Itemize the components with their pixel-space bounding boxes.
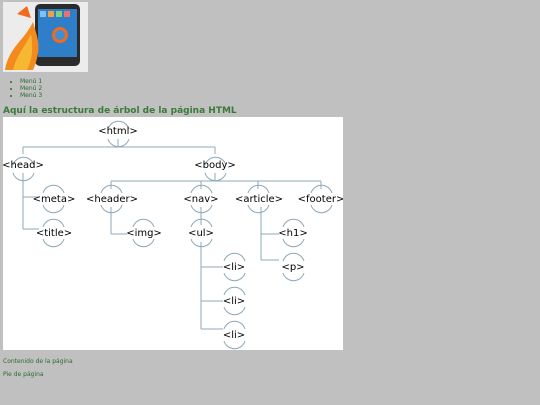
firefox-os-logo-image bbox=[3, 2, 88, 72]
node-body: <body> bbox=[194, 160, 236, 171]
page-content: Contenido de la página bbox=[3, 358, 73, 365]
node-footer: <footer> bbox=[298, 194, 343, 205]
menu-item-2[interactable]: Menú 2 bbox=[20, 85, 42, 92]
node-nav: <nav> bbox=[183, 194, 218, 205]
node-meta: <meta> bbox=[33, 194, 76, 205]
node-p: <p> bbox=[281, 262, 304, 273]
node-header: <header> bbox=[86, 194, 138, 205]
node-title: <title> bbox=[36, 228, 72, 239]
page-heading: Aquí la estructura de árbol de la página… bbox=[3, 106, 237, 116]
node-li-3: <li> bbox=[223, 330, 245, 341]
node-img: <img> bbox=[126, 228, 162, 239]
page-footer: Pie de página bbox=[3, 371, 44, 378]
menu-item-1[interactable]: Menú 1 bbox=[20, 78, 42, 85]
node-li-2: <li> bbox=[223, 296, 245, 307]
node-head: <head> bbox=[3, 160, 44, 171]
node-h1: <h1> bbox=[278, 228, 307, 239]
node-article: <article> bbox=[235, 194, 283, 205]
html-tree-diagram: <html> <head> <body> <meta> <title> <hea… bbox=[2, 117, 344, 350]
node-li-1: <li> bbox=[223, 262, 245, 273]
tree-svg: <html> <head> <body> <meta> <title> <hea… bbox=[2, 120, 344, 350]
phone-fox-icon bbox=[3, 2, 88, 72]
menu-item-3[interactable]: Menú 3 bbox=[20, 92, 42, 99]
node-ul: <ul> bbox=[188, 228, 214, 239]
node-html: <html> bbox=[98, 126, 138, 137]
main-menu: Menú 1 Menú 2 Menú 3 bbox=[10, 78, 42, 99]
